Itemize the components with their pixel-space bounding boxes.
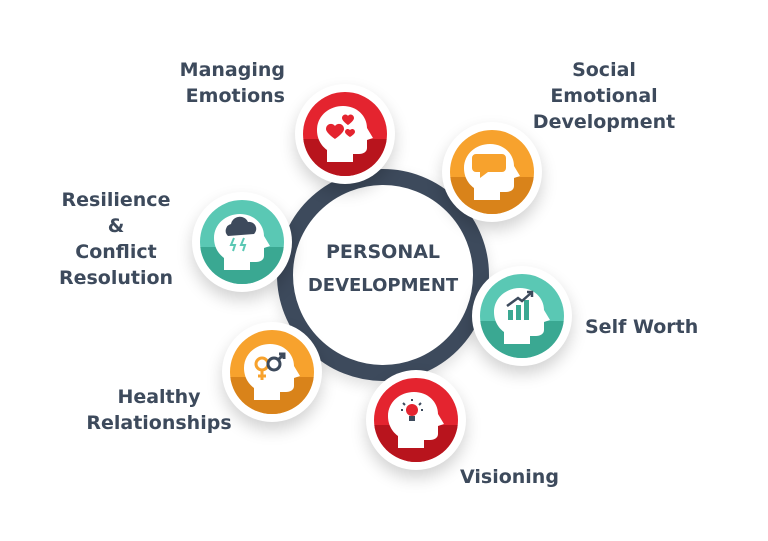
- hearts-icon: [317, 106, 373, 162]
- label-healthy-relationships: Healthy Relationships: [86, 386, 232, 434]
- center-title-line1: PERSONAL: [325, 241, 441, 263]
- storm-cloud-icon: [214, 214, 270, 270]
- node-healthy-relationships: [224, 324, 320, 420]
- label-resilience-conflict-resolution: Resilience & Conflict Resolution: [58, 189, 174, 289]
- speech-bubble-icon: [464, 144, 520, 200]
- center-title-line2: DEVELOPMENT: [307, 275, 459, 296]
- node-self-worth: [474, 268, 570, 364]
- label-self-worth: Self Worth: [585, 316, 699, 338]
- node-resilience-conflict-resolution: [194, 194, 290, 290]
- node-social-emotional-development: [444, 124, 540, 220]
- growth-chart-icon: [494, 288, 550, 344]
- label-managing-emotions: Managing Emotions: [179, 59, 285, 107]
- lightbulb-icon: [388, 392, 444, 448]
- label-social-emotional-development: Social Emotional Development: [532, 59, 676, 133]
- node-visioning: [368, 372, 464, 468]
- node-managing-emotions: [297, 86, 393, 182]
- gender-symbols-icon: [244, 344, 300, 400]
- label-visioning: Visioning: [460, 466, 559, 488]
